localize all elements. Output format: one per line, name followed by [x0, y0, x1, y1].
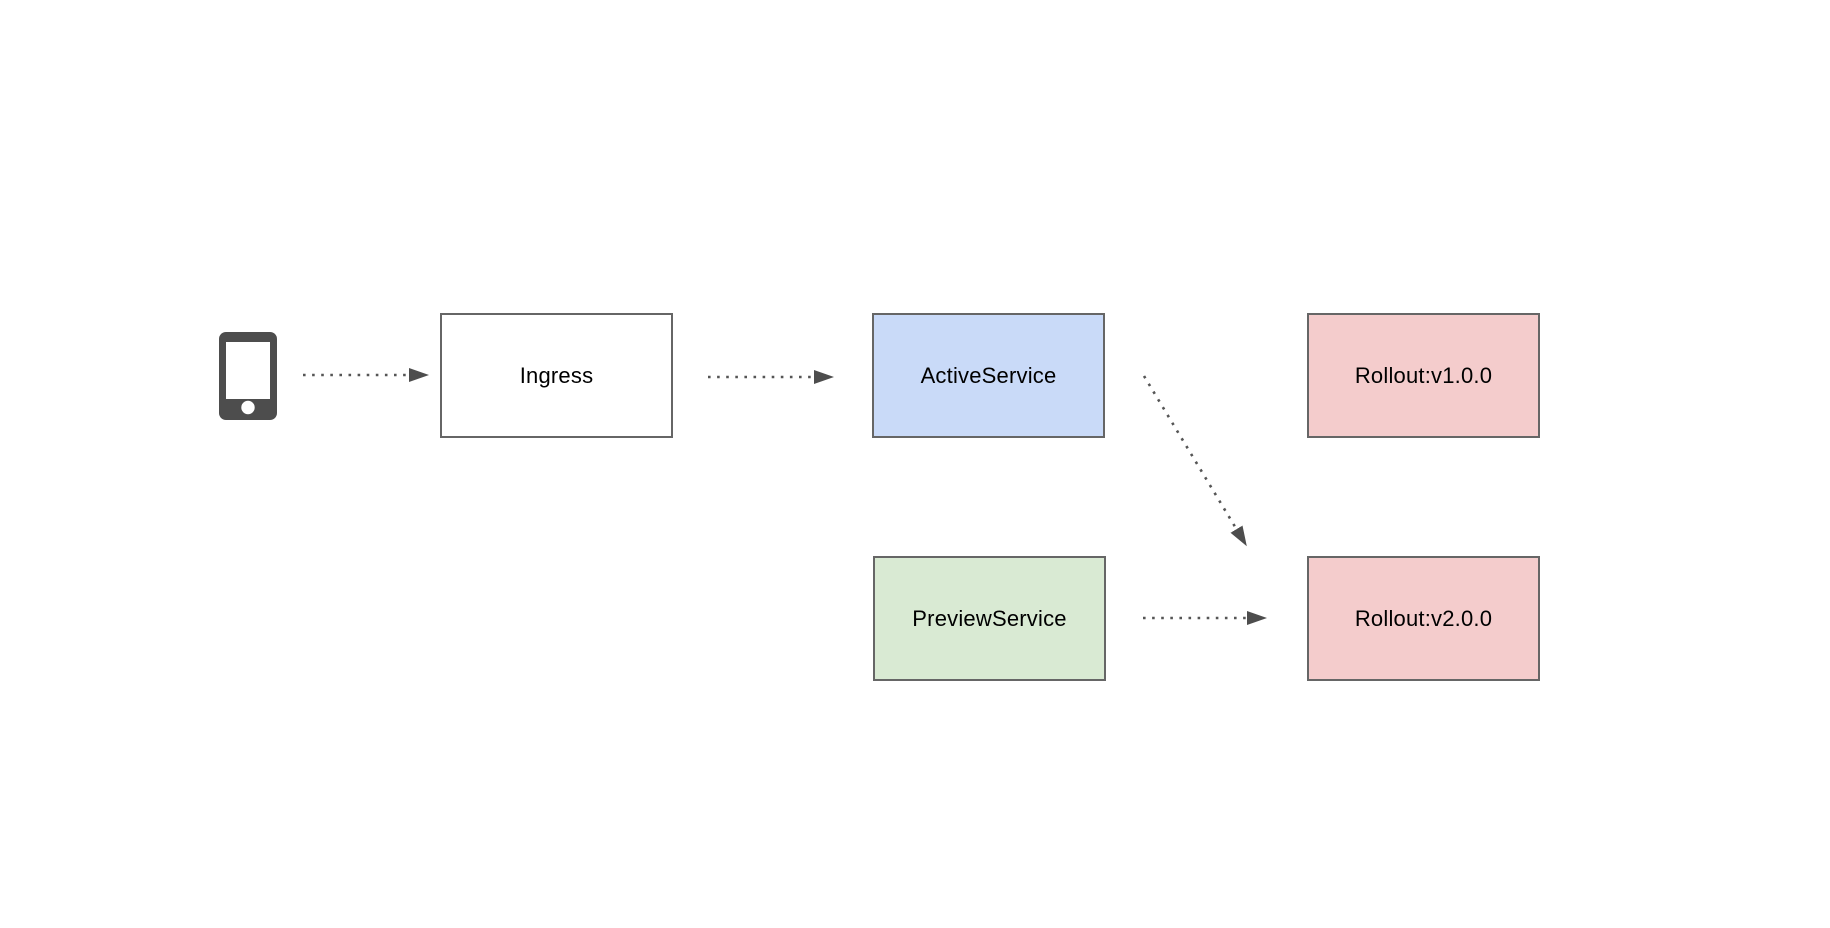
node-preview-service-label: PreviewService — [912, 605, 1067, 631]
mobile-device-icon — [219, 332, 277, 420]
edge-activeservice-to-rollout-v2 — [1142, 375, 1247, 547]
node-active-service: ActiveService — [872, 313, 1105, 438]
node-ingress-label: Ingress — [519, 362, 594, 388]
node-rollout-v2: Rollout:v2.0.0 — [1307, 556, 1540, 681]
phone-screen — [226, 342, 270, 399]
node-preview-service: PreviewService — [873, 556, 1106, 681]
phone-home-button — [241, 400, 255, 415]
node-active-service-label: ActiveService — [920, 362, 1057, 388]
mobile-client-node — [219, 332, 277, 420]
node-rollout-v1: Rollout:v1.0.0 — [1307, 313, 1540, 438]
node-rollout-v1-label: Rollout:v1.0.0 — [1354, 362, 1493, 388]
node-ingress: Ingress — [440, 313, 673, 438]
node-rollout-v2-label: Rollout:v2.0.0 — [1354, 605, 1493, 631]
